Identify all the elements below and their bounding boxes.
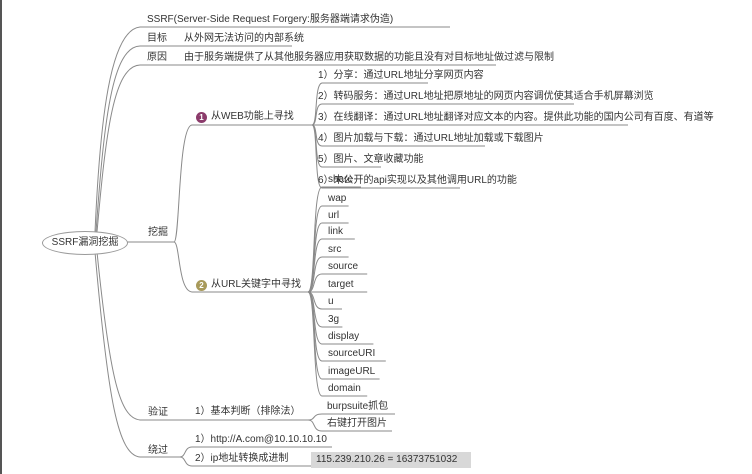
web-item: 6）未公开的api实现以及其他调用URL的功能 (318, 175, 517, 186)
url-keyword: sourceURI (328, 348, 376, 359)
url-keyword: display (328, 331, 360, 342)
web-item: 5）图片、文章收藏功能 (318, 154, 424, 165)
web-item: 4）图片加载与下载：通过URL地址加载或下载图片 (318, 133, 544, 144)
goal-value: 从外网无法访问的内部系统 (184, 33, 304, 44)
bypass-item-2: 2）ip地址转换成进制 (195, 453, 289, 464)
mining-label: 挖掘 (148, 227, 168, 238)
verify-child-open-image: 右键打开图片 (327, 418, 387, 429)
number-2-icon: 2 (196, 280, 207, 291)
url-keyword: target (328, 279, 354, 290)
bypass-example: 115.239.210.26 = 16373751032 (311, 452, 471, 468)
url-keyword: link (328, 226, 344, 237)
window-edge (0, 0, 2, 474)
keyword-connector (307, 291, 368, 397)
url-keyword: url (328, 210, 340, 221)
url-keyword: src (328, 244, 342, 255)
verify-label: 验证 (148, 407, 168, 418)
url-keyword: u (328, 296, 334, 307)
bypass-item-1: 1）http://A.com@10.10.10.10 (195, 434, 327, 445)
web-node-label: 从WEB功能上寻找 (211, 111, 294, 122)
root-node: SSRF漏洞挖掘 (42, 231, 128, 255)
keyword-connector (307, 256, 349, 293)
web-item: 2）转码服务：通过URL地址把原地址的网页内容调优使其适合手机屏幕浏览 (318, 91, 654, 102)
cause-label: 原因 (147, 52, 167, 63)
verify-item: 1）基本判断（排除法） (195, 406, 301, 417)
url-keyword: share (328, 174, 354, 185)
bypass-label: 绕过 (148, 445, 168, 456)
keyword-connector (307, 273, 368, 293)
url-keyword: wap (328, 193, 347, 204)
number-1-icon: 1 (196, 112, 207, 123)
goal-label: 目标 (147, 33, 167, 44)
web-item: 1）分享：通过URL地址分享网页内容 (318, 70, 484, 81)
url-node-label: 从URL关键字中寻找 (211, 279, 302, 290)
cause-value: 由于服务端提供了从其他服务器应用获取数据的功能且没有对目标地址做过滤与限制 (184, 52, 554, 63)
url-keyword: imageURL (328, 366, 376, 377)
url-keyword: domain (328, 383, 361, 394)
web-item: 3）在线翻译：通过URL地址翻译对应文本的内容。提供此功能的国内公司有百度、有道… (318, 112, 714, 123)
url-keyword: source (328, 261, 359, 272)
verify-child-burpsuite: burpsuite抓包 (327, 401, 389, 412)
root-title: SSRF(Server-Side Request Forgery:服务器端请求伪… (147, 14, 394, 25)
url-keyword: 3g (328, 314, 340, 325)
